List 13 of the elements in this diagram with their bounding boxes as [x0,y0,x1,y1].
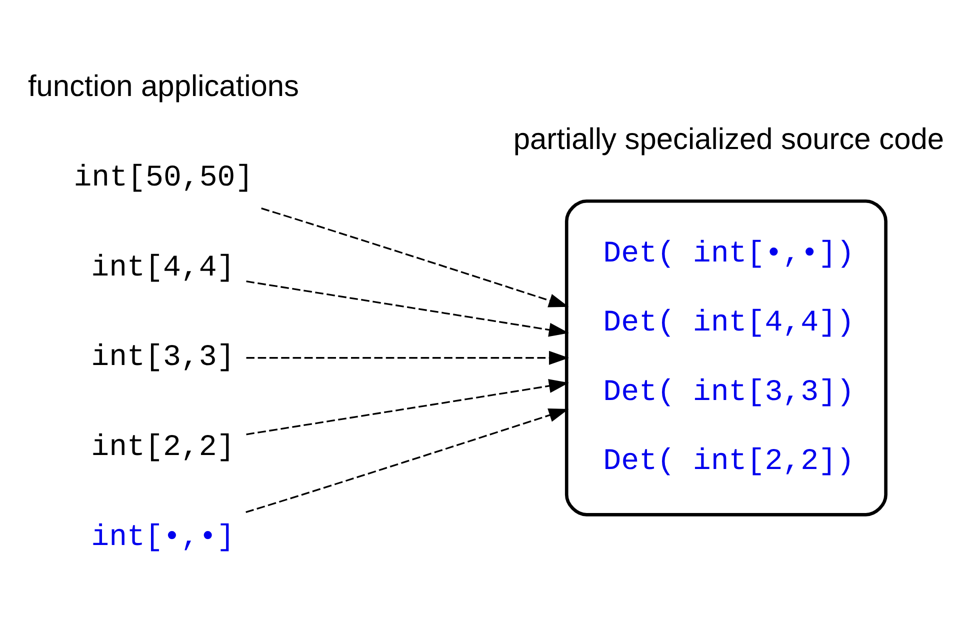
label: function applications [28,69,299,102]
node-text: int[50,50] [74,160,254,194]
arrow [246,350,569,364]
arrow [246,378,569,435]
arrow [246,280,569,336]
node-text: int[2,2] [91,429,235,464]
node-text: int[3,3] [91,340,235,374]
node-text: int[4,4] [91,250,235,284]
node-text: int[•,•] [91,519,235,554]
arrow [261,207,569,307]
arrow [246,408,569,513]
label: partially specialized source code [513,122,944,156]
node-box: Det( int[•,•]) Det( int[4,4]) Det( int[3,3]) Det( int[2,2]) [564,198,888,516]
